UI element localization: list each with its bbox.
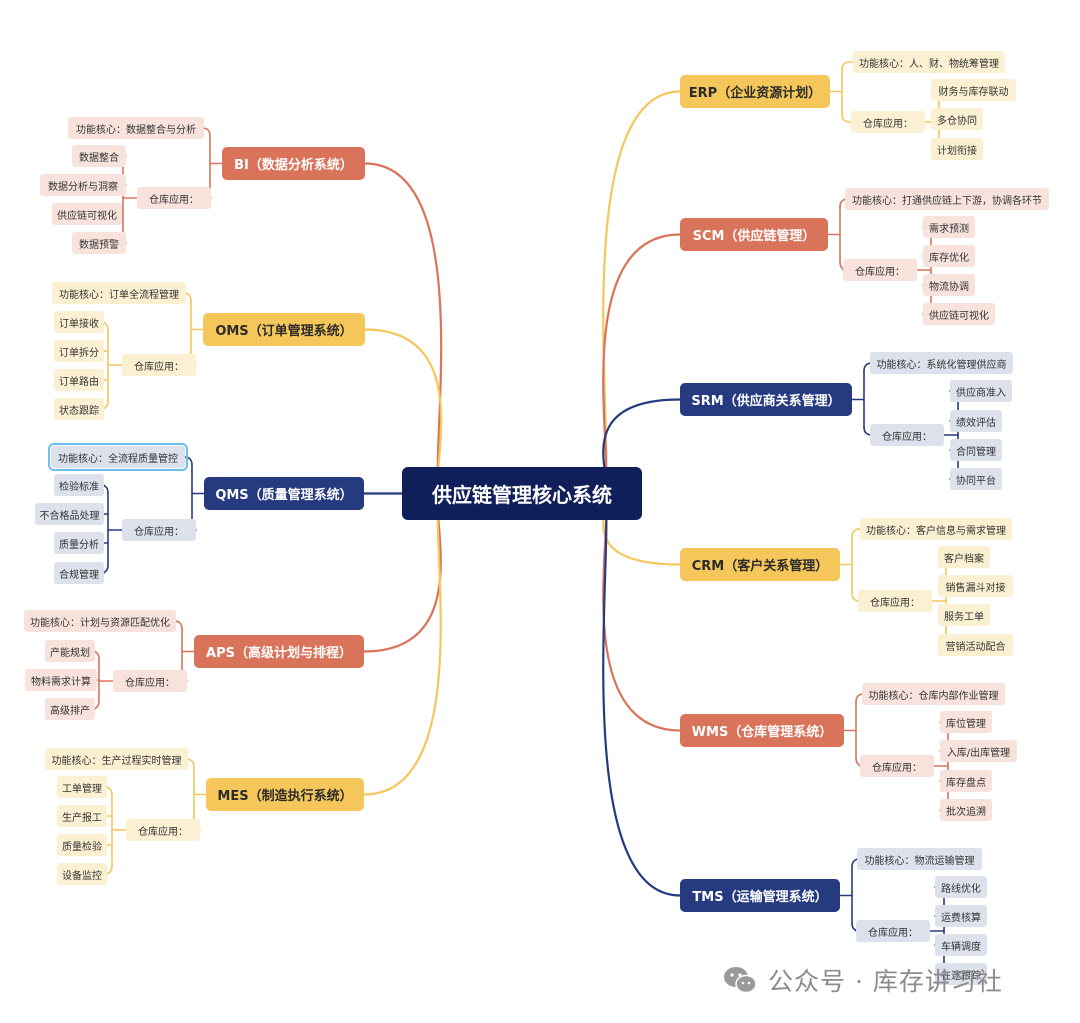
warehouse-apply-bi[interactable]: 仓库应用： [137,187,211,209]
warehouse-item-tms[interactable]: 车辆调度 [935,934,987,956]
warehouse-item-crm[interactable]: 服务工单 [938,604,990,626]
watermark-text: 公众号 · 库存讲习社 [768,967,1003,996]
warehouse-item-qms[interactable]: 合规管理 [54,562,104,584]
system-node-mes[interactable]: MES（制造执行系统） [206,778,364,811]
warehouse-item-srm[interactable]: 绩效评估 [950,410,1002,432]
system-node-wms[interactable]: WMS（仓库管理系统） [680,714,844,747]
warehouse-item-scm[interactable]: 物流协调 [923,274,975,296]
core-function-crm[interactable]: 功能核心：客户信息与需求管理 [860,518,1012,540]
system-node-srm[interactable]: SRM（供应商关系管理） [680,383,852,416]
warehouse-item-crm[interactable]: 客户档案 [938,546,990,568]
warehouse-item-scm[interactable]: 供应链可视化 [923,303,995,325]
core-function-erp[interactable]: 功能核心：人、财、物统筹管理 [853,51,1005,73]
warehouse-apply-qms[interactable]: 仓库应用： [122,519,196,541]
core-function-srm[interactable]: 功能核心：系统化管理供应商 [870,352,1013,374]
warehouse-item-wms[interactable]: 库存盘点 [940,770,992,792]
warehouse-apply-erp[interactable]: 仓库应用： [851,111,925,133]
warehouse-item-scm[interactable]: 库存优化 [923,245,975,267]
system-node-qms[interactable]: QMS（质量管理系统） [204,477,364,510]
warehouse-item-oms[interactable]: 状态跟踪 [54,398,104,420]
system-node-erp[interactable]: ERP（企业资源计划） [680,75,830,108]
system-node-crm[interactable]: CRM（客户关系管理） [680,548,840,581]
warehouse-apply-scm[interactable]: 仓库应用： [843,259,917,281]
warehouse-item-erp[interactable]: 多仓协同 [931,108,983,130]
wechat-icon [724,967,757,994]
core-function-scm[interactable]: 功能核心：打通供应链上下游，协调各环节 [845,188,1049,210]
warehouse-item-crm[interactable]: 销售漏斗对接 [938,575,1013,597]
root-node[interactable]: 供应链管理核心系统 [402,467,642,520]
warehouse-apply-wms[interactable]: 仓库应用： [860,755,934,777]
core-function-mes[interactable]: 功能核心：生产过程实时管理 [45,748,188,770]
warehouse-item-srm[interactable]: 协同平台 [950,468,1002,490]
warehouse-item-aps[interactable]: 产能规划 [45,640,95,662]
warehouse-item-oms[interactable]: 订单接收 [54,311,104,333]
system-node-oms[interactable]: OMS（订单管理系统） [203,313,365,346]
warehouse-item-qms[interactable]: 检验标准 [54,474,104,496]
warehouse-item-wms[interactable]: 批次追溯 [940,799,992,821]
warehouse-apply-aps[interactable]: 仓库应用： [113,670,187,692]
warehouse-apply-tms[interactable]: 仓库应用： [856,920,930,942]
warehouse-apply-oms[interactable]: 仓库应用： [122,354,196,376]
warehouse-item-mes[interactable]: 工单管理 [57,776,107,798]
warehouse-item-aps[interactable]: 物料需求计算 [25,669,97,691]
warehouse-item-oms[interactable]: 订单路由 [54,369,104,391]
core-function-oms[interactable]: 功能核心：订单全流程管理 [52,282,186,304]
warehouse-item-erp[interactable]: 财务与库存联动 [931,79,1016,101]
system-node-bi[interactable]: BI（数据分析系统） [222,147,365,180]
core-function-bi[interactable]: 功能核心：数据整合与分析 [68,117,204,139]
warehouse-item-srm[interactable]: 供应商准入 [950,380,1012,402]
warehouse-item-mes[interactable]: 生产报工 [57,805,107,827]
core-function-aps[interactable]: 功能核心：计划与资源匹配优化 [24,610,176,632]
warehouse-item-mes[interactable]: 设备监控 [57,863,107,885]
watermark: 公众号 · 库存讲习社 [722,960,1003,1000]
system-node-aps[interactable]: APS（高级计划与排程） [194,635,364,668]
warehouse-item-bi[interactable]: 数据分析与洞察 [40,174,126,196]
warehouse-item-aps[interactable]: 高级排产 [45,698,95,720]
warehouse-item-scm[interactable]: 需求预测 [923,216,975,238]
warehouse-item-tms[interactable]: 在途跟踪 [935,963,987,985]
system-node-tms[interactable]: TMS（运输管理系统） [680,879,840,912]
warehouse-item-crm[interactable]: 营销活动配合 [938,634,1013,656]
warehouse-item-qms[interactable]: 不合格品处理 [35,503,104,525]
warehouse-item-wms[interactable]: 入库/出库管理 [940,740,1017,762]
warehouse-item-srm[interactable]: 合同管理 [950,439,1002,461]
warehouse-item-mes[interactable]: 质量检验 [57,834,107,856]
warehouse-apply-srm[interactable]: 仓库应用： [870,424,944,446]
warehouse-item-oms[interactable]: 订单拆分 [54,340,104,362]
warehouse-item-qms[interactable]: 质量分析 [54,532,104,554]
warehouse-item-tms[interactable]: 路线优化 [935,876,987,898]
warehouse-item-erp[interactable]: 计划衔接 [931,138,983,160]
core-function-qms[interactable]: 功能核心：全流程质量管控 [48,443,188,471]
warehouse-item-tms[interactable]: 运费核算 [935,905,987,927]
warehouse-item-bi[interactable]: 数据预警 [72,232,126,254]
warehouse-apply-mes[interactable]: 仓库应用： [126,819,200,841]
system-node-scm[interactable]: SCM（供应链管理） [680,218,828,251]
warehouse-item-wms[interactable]: 库位管理 [940,711,992,733]
core-function-wms[interactable]: 功能核心：仓库内部作业管理 [862,683,1005,705]
core-function-tms[interactable]: 功能核心：物流运输管理 [857,848,982,870]
warehouse-item-bi[interactable]: 供应链可视化 [52,203,122,225]
warehouse-item-bi[interactable]: 数据整合 [72,145,126,167]
warehouse-apply-crm[interactable]: 仓库应用： [858,590,932,612]
